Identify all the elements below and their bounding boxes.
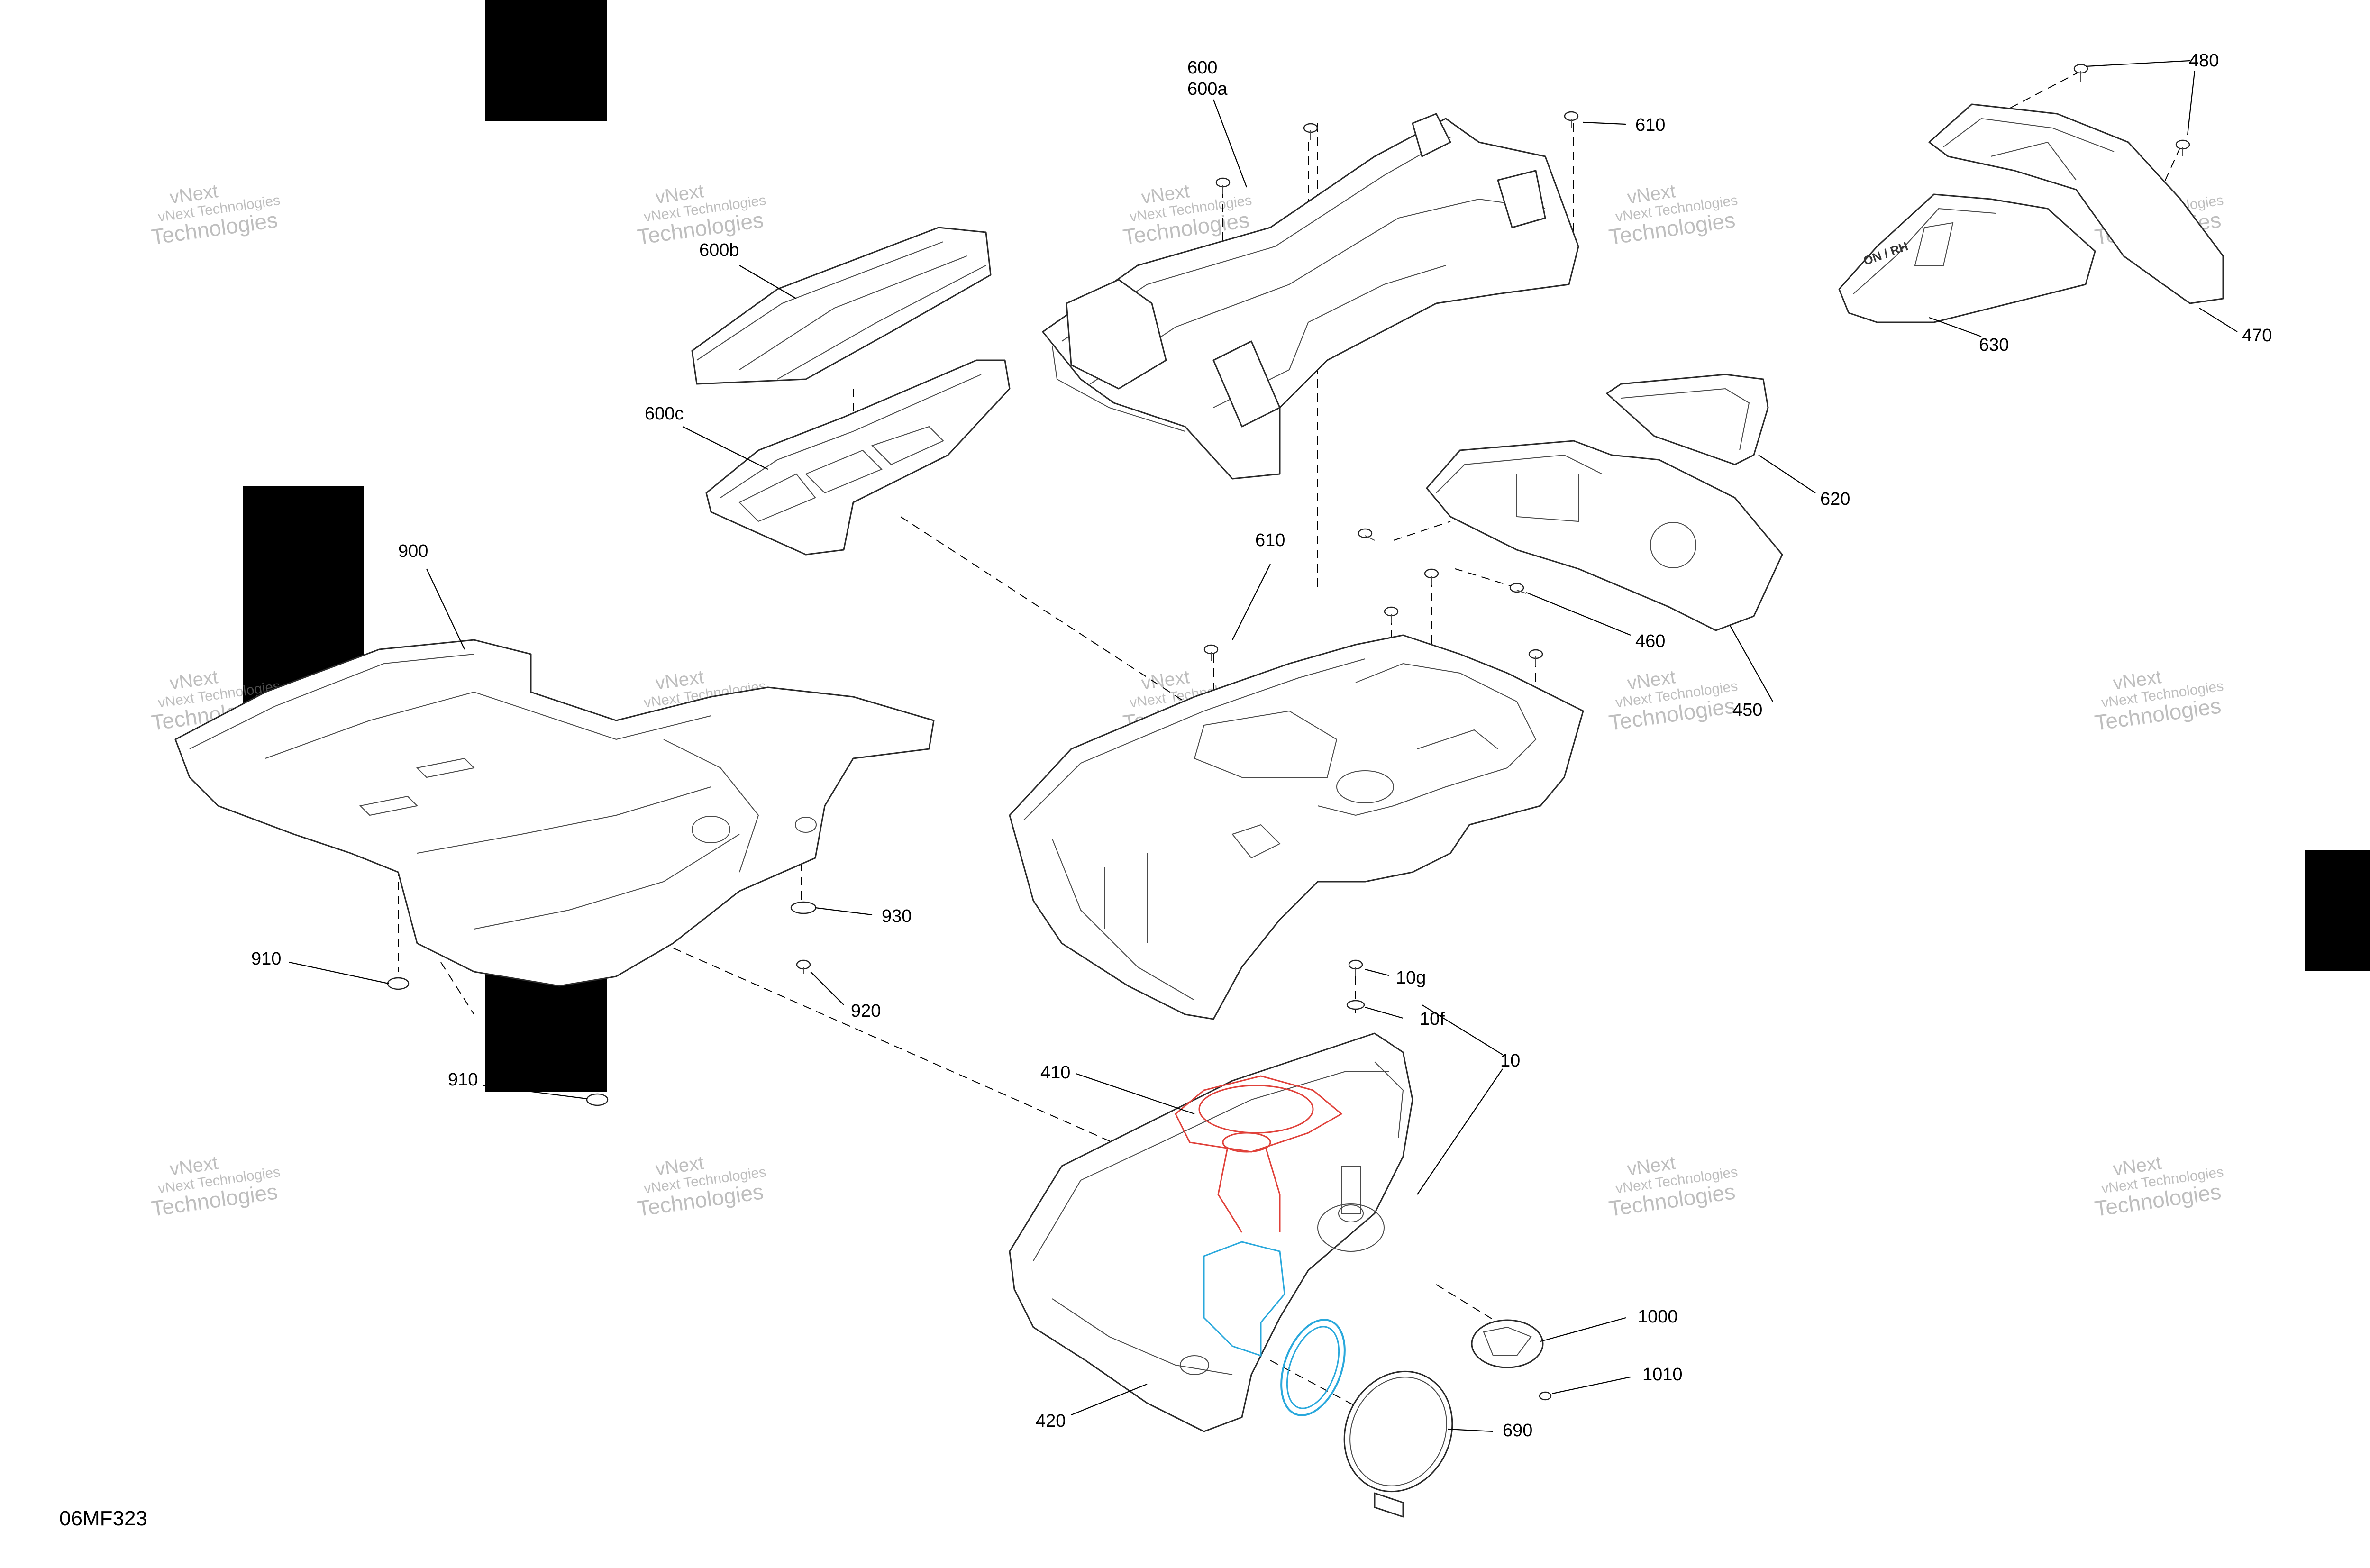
callout-label: 600a [1187, 79, 1228, 99]
callout-label: 410 [1040, 1063, 1070, 1083]
redaction-block [2305, 850, 2370, 971]
screw-icon [1509, 583, 1527, 594]
screw-icon [1564, 111, 1579, 128]
callout-label: 690 [1503, 1421, 1532, 1440]
callout-label: 620 [1820, 489, 1850, 509]
nut-icon [1539, 1391, 1552, 1401]
callout-label: 470 [2242, 326, 2272, 346]
drawing-id: 06MF323 [59, 1507, 147, 1530]
screw-icon [2073, 64, 2088, 82]
screw-icon [796, 959, 811, 974]
callout-labels: 600 600a 600b 600c 610 610 480 470 630 6… [251, 51, 2272, 1440]
part-600c-filter-frame [705, 359, 1011, 556]
callout-label: 450 [1732, 700, 1762, 720]
redaction-block [485, 971, 607, 1092]
screw-icon [1358, 528, 1375, 541]
part-630-side-panel: ON / RH [1838, 193, 2096, 323]
callout-label: 480 [2189, 51, 2219, 71]
callout-label: 910 [251, 949, 281, 969]
leader-lines [289, 60, 2238, 1432]
fasteners [387, 64, 2190, 1401]
callout-label: 600c [645, 404, 684, 424]
part-450-side-duct [1426, 440, 1783, 631]
part-600-intake-housing [1042, 113, 1579, 480]
redaction-block [485, 0, 607, 121]
callout-label: 920 [851, 1001, 881, 1021]
callout-label: 10f [1420, 1009, 1445, 1029]
callout-label: 610 [1255, 530, 1285, 550]
part-690-clamp [1343, 1370, 1453, 1518]
callout-label: 610 [1635, 115, 1665, 135]
screw-icon [1348, 959, 1363, 976]
screw-icon [1203, 644, 1219, 661]
part-1000-cap [1471, 1319, 1544, 1368]
callout-label: 600b [699, 240, 739, 260]
part-900-floor-panel [174, 639, 935, 987]
callout-label: 10 [1500, 1051, 1520, 1071]
screw-icon [1384, 606, 1399, 623]
washer-icon [1346, 1000, 1365, 1010]
part-600b-filter-cover [691, 227, 992, 385]
part-10-air-box [1009, 1032, 1413, 1432]
callout-label: 10g [1396, 968, 1426, 988]
screw-icon [2175, 139, 2190, 156]
callout-label: 1000 [1638, 1307, 1678, 1327]
part-420-elbow [1203, 1241, 1346, 1416]
callout-label: 910 [448, 1070, 478, 1090]
callout-label: 600 [1187, 58, 1217, 78]
callout-label: 630 [1979, 335, 2009, 355]
part-410-funnel [1175, 1075, 1343, 1233]
screw-icon [1528, 649, 1543, 666]
washer-icon [586, 1093, 609, 1106]
part-frame-tray [1009, 634, 1584, 1020]
screw-icon [1424, 568, 1439, 585]
callout-label: 1010 [1642, 1365, 1683, 1385]
washer-icon [387, 977, 410, 990]
callout-label: 930 [882, 906, 912, 926]
screw-icon [1303, 123, 1318, 140]
callout-label: 900 [398, 541, 428, 561]
part-620-vent [1606, 374, 1769, 465]
callout-label: 420 [1036, 1411, 1066, 1431]
washer-icon [790, 901, 817, 914]
callout-label: 460 [1635, 631, 1665, 651]
part-470-side-cover [1928, 103, 2224, 304]
screw-icon [1215, 177, 1231, 194]
